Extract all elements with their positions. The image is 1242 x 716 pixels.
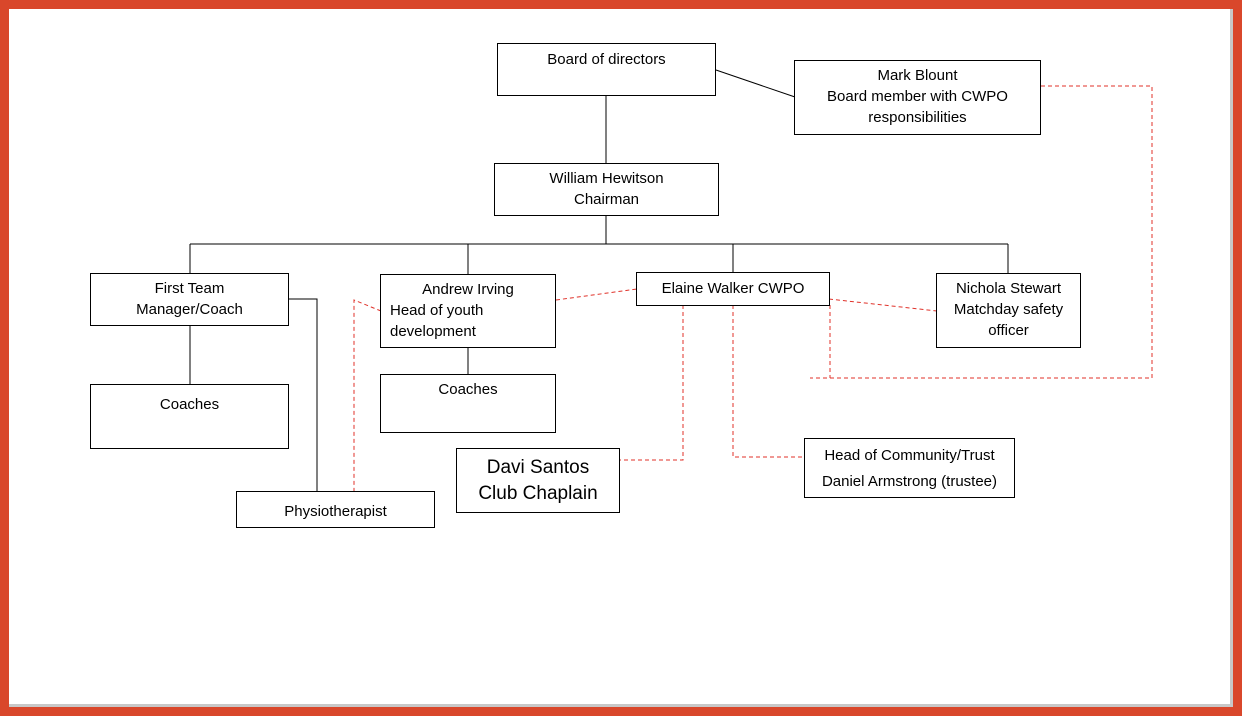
nichola-role-line1: Matchday safety (953, 301, 1064, 318)
elaine-to-community-dashed (732, 305, 804, 458)
andrew-name: Andrew Irving (422, 281, 514, 298)
first-team-line1: First Team (154, 280, 225, 297)
chaplain-role: Club Chaplain (478, 483, 598, 504)
board-label: Board of directors (547, 51, 666, 68)
community-trust-box: Head of Community/Trust Daniel Armstrong… (804, 438, 1015, 498)
nichola-stewart-box: Nichola Stewart Matchday safety officer (936, 273, 1081, 348)
coaches-left-box: Coaches (90, 384, 289, 449)
mark-to-network-dashed (810, 85, 1153, 379)
community-role: Head of Community/Trust (824, 447, 995, 464)
mark-name: Mark Blount (877, 67, 958, 84)
community-name: Daniel Armstrong (trustee) (821, 473, 998, 490)
coaches-mid-label: Coaches (438, 381, 498, 398)
mark-blount-box: Mark Blount Board member with CWPO respo… (794, 60, 1041, 135)
physio-label: Physiotherapist (284, 503, 387, 520)
nichola-role-line2: officer (988, 322, 1029, 339)
mark-role-line2: responsibilities (868, 109, 967, 126)
first-team-box: First Team Manager/Coach (90, 273, 289, 326)
solid-connectors (189, 69, 1009, 492)
andrew-to-elaine-dashed (555, 288, 638, 301)
physiotherapist-box: Physiotherapist (236, 491, 435, 528)
first-team-line2: Manager/Coach (136, 301, 243, 318)
elaine-walker-box: Elaine Walker CWPO (636, 272, 830, 306)
nichola-name: Nichola Stewart (955, 280, 1062, 297)
mark-role-line1: Board member with CWPO (827, 88, 1008, 105)
chairman-role: Chairman (573, 191, 640, 208)
andrew-irving-box: Andrew Irving Head of youth development (380, 274, 556, 348)
chaplain-name: Davi Santos (486, 457, 590, 478)
coaches-mid-box: Coaches (380, 374, 556, 433)
dashed-connectors (353, 85, 1153, 492)
chairman-box: William Hewitson Chairman (494, 163, 719, 216)
elaine-label: Elaine Walker CWPO (661, 280, 805, 297)
andrew-role-line2: development (390, 323, 476, 340)
chairman-name: William Hewitson (549, 170, 664, 187)
first-team-to-physio-line (289, 298, 318, 492)
coaches-left-label: Coaches (159, 396, 220, 413)
board-of-directors-box: Board of directors (497, 43, 716, 96)
elaine-to-nichola-dashed (828, 298, 938, 312)
andrew-to-physio-dashed (353, 299, 382, 492)
chaplain-box: Davi Santos Club Chaplain (456, 448, 620, 513)
board-to-mark-line (715, 69, 796, 98)
andrew-role-line1: Head of youth (390, 302, 484, 319)
elaine-to-chaplain-dashed (620, 305, 684, 461)
